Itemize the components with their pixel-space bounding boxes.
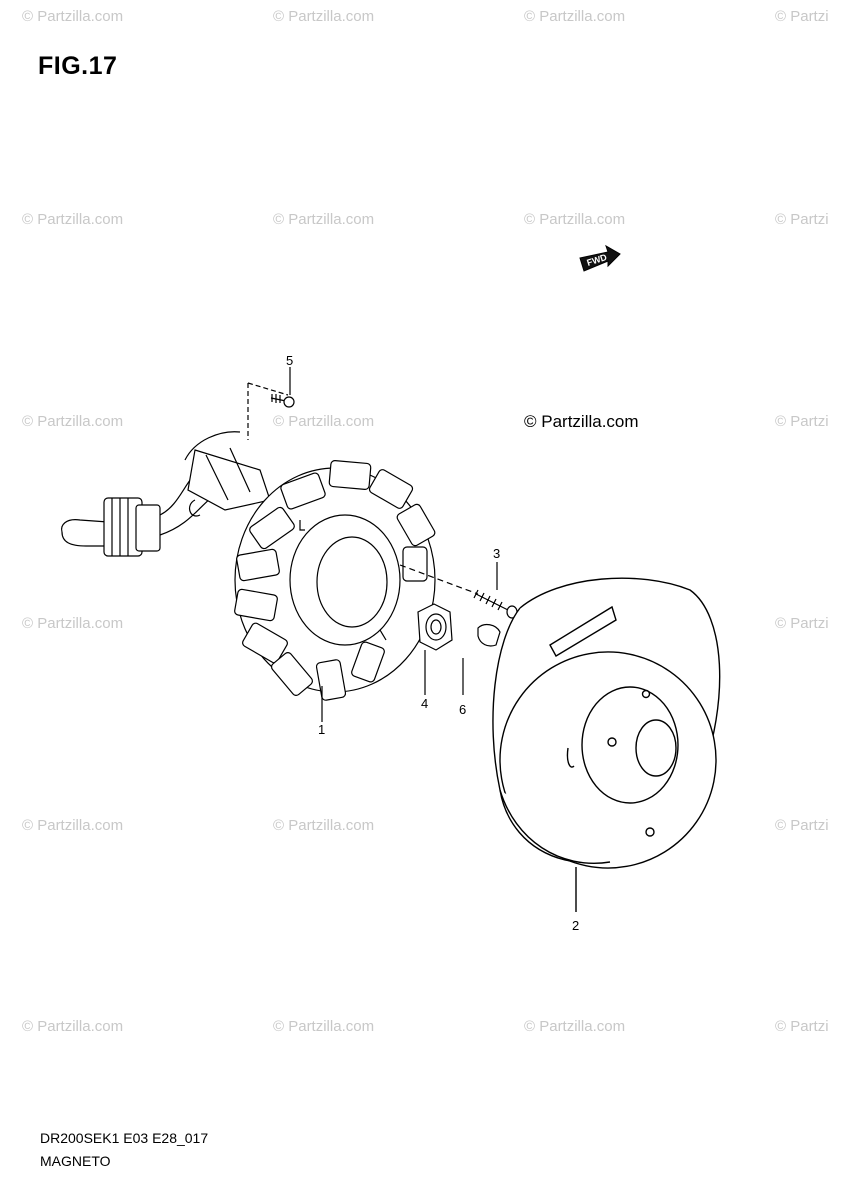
rotor-part-2 [492,577,721,912]
watermark: © Partzi [775,413,829,430]
watermark: © Partzilla.com [524,8,626,25]
watermark: © Partzi [775,8,829,25]
fwd-arrow-icon: FWD [579,244,621,272]
watermark: © Partzilla.com [273,817,375,834]
watermark: © Partzi [775,211,829,228]
screw-part-5 [247,367,295,440]
partzilla-credit: © Partzilla.com [524,412,639,431]
watermark: © Partzilla.com [22,817,124,834]
watermark: © Partzi [775,817,829,834]
callout-6: 6 [459,702,466,717]
watermark: © Partzi [775,615,829,632]
stator-part-1 [234,460,479,722]
callout-2: 2 [572,918,579,933]
key-part-6 [462,623,501,695]
callout-1: 1 [318,722,325,737]
watermark: © Partzilla.com [273,413,375,430]
watermark: © Partzi [775,1018,829,1035]
diagram-code: DR200SEK1 E03 E28_017 [40,1130,209,1146]
watermark: © Partzilla.com [22,615,124,632]
watermark: © Partzilla.com [273,1018,375,1035]
watermark: © Partzilla.com [273,8,375,25]
diagram-name: MAGNETO [40,1153,111,1169]
wire-harness [61,431,271,557]
figure-title: FIG.17 [38,52,118,80]
screw-part-3 [473,562,518,619]
watermark: © Partzilla.com [22,1018,124,1035]
watermark: © Partzilla.com [22,413,124,430]
watermark: © Partzilla.com [22,8,124,25]
callout-5: 5 [286,353,293,368]
watermark: © Partzilla.com [22,211,124,228]
watermark: © Partzilla.com [524,211,626,228]
watermark: © Partzilla.com [273,211,375,228]
watermark: © Partzilla.com [524,1018,626,1035]
callout-3: 3 [493,546,500,561]
nut-part-4 [417,603,453,695]
callout-4: 4 [421,696,428,711]
